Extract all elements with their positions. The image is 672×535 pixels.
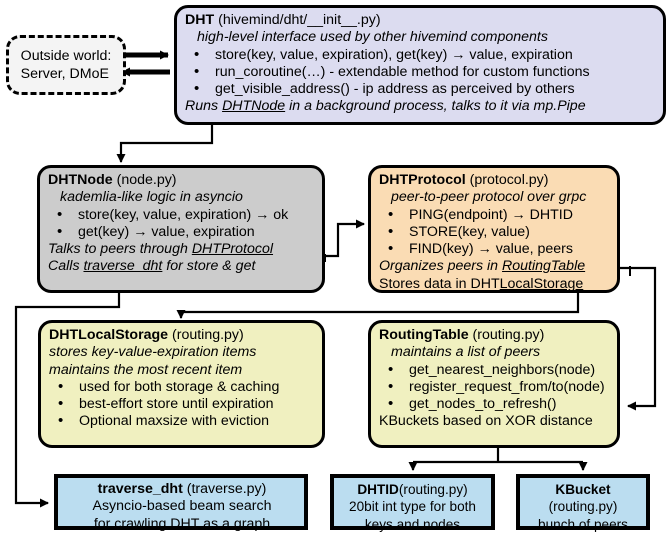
traverse-dht-title: traverse_dht [97, 481, 183, 497]
dhtnode-footer2-post: for store & get [162, 258, 256, 275]
routingtable-module: (routing.py) [472, 327, 545, 343]
routingtable-title: RoutingTable [379, 327, 469, 343]
dhtprotocol-footer1-link[interactable]: RoutingTable [502, 258, 586, 275]
routingtable-bullet-0: get_nearest_neighbors(node) [379, 361, 611, 379]
dhtnode-footer2-pre: Calls [48, 258, 84, 275]
dht-footer-link[interactable]: DHTNode [222, 98, 286, 115]
routingtable-footer: KBuckets based on XOR distance [379, 413, 593, 430]
kbucket-line2: bunch of peers [538, 516, 628, 532]
traverse-dht-module: (traverse.py) [186, 481, 267, 497]
dhtprotocol-bullet-2: FIND(key) → value, peers [379, 240, 611, 258]
dhtid-title-line: DHTID(routing.py) [336, 481, 489, 498]
dhtlocalstorage-title-line: DHTLocalStorage (routing.py) [49, 327, 316, 344]
dhtprotocol-module: (protocol.py) [469, 172, 549, 188]
dht-module: (hivemind/dht/__init__.py) [218, 12, 381, 28]
traverse-dht-line3: for crawling DHT as a graph [93, 515, 271, 532]
dhtnode-footer-1: Talks to peers through DHTProtocol [48, 241, 316, 258]
dhtid-box: DHTID(routing.py) 20bit int type for bot… [330, 474, 495, 532]
dht-bullet-0: store(key, value, expiration), get(key) … [185, 46, 657, 64]
traverse-dht-line2: Asyncio-based beam search [92, 498, 272, 515]
dhtprotocol-footer2-link[interactable]: LocalStorage [499, 275, 584, 292]
wire-dht-to-dhtnode [116, 125, 214, 163]
dht-box: DHT (hivemind/dht/__init__.py) high-leve… [174, 5, 666, 125]
dhtprotocol-title-line: DHTProtocol (protocol.py) [379, 172, 611, 189]
dhtnode-subtitle: kademlia-like logic in asyncio [60, 189, 243, 206]
dhtnode-box: DHTNode (node.py) kademlia-like logic in… [37, 165, 325, 293]
dhtprotocol-footer2-pre: Stores data in DHT [379, 275, 500, 292]
outside-world-line2: Server, DMoE [20, 66, 109, 82]
dhtprotocol-footer-2: Stores data in DHTLocalStorage [379, 276, 611, 293]
dhtprotocol-footer-1: Organizes peers in RoutingTable [379, 258, 611, 275]
dhtprotocol-bullet-0: PING(endpoint) → DHTID [379, 206, 611, 224]
dht-footer: Runs DHTNode in a background process, ta… [185, 98, 657, 115]
routingtable-bullet-2: get_nodes_to_refresh() [379, 395, 611, 413]
dht-bullet-2: get_visible_address() - ip address as pe… [185, 80, 657, 98]
dhtlocalstorage-box: DHTLocalStorage (routing.py) stores key-… [38, 320, 325, 448]
dhtnode-bullet-0: store(key, value, expiration) → ok [48, 206, 316, 224]
dhtnode-footer-2: Calls traverse_dht for store & get [48, 258, 316, 275]
routingtable-title-line: RoutingTable (routing.py) [379, 327, 611, 344]
dhtid-line2: 20bit int type for both [349, 499, 476, 515]
dhtnode-module: (node.py) [116, 172, 177, 188]
dhtlocalstorage-subtitle-2: maintains the most recent item [49, 361, 243, 378]
dhtnode-bullet-1: get(key) → value, expiration [48, 223, 316, 241]
dhtlocalstorage-bullet-2: Optional maxsize with eviction [49, 412, 316, 430]
dhtprotocol-bullet-1: STORE(key, value) [379, 223, 611, 241]
dhtnode-footer1-pre: Talks to peers through [48, 241, 192, 258]
dhtnode-footer2-link[interactable]: traverse_dht [83, 258, 163, 275]
kbucket-box: KBucket (routing.py) bunch of peers [516, 474, 650, 532]
dhtnode-title-line: DHTNode (node.py) [48, 172, 316, 189]
dht-bullet-1: run_coroutine(…) - extendable method for… [185, 63, 657, 81]
dhtnode-title: DHTNode [48, 172, 113, 188]
dhtid-line3: keys and nodes [364, 516, 461, 532]
wire-dhtnode-to-dhtprotocol [322, 219, 365, 258]
dhtprotocol-box: DHTProtocol (protocol.py) peer-to-peer p… [368, 165, 620, 293]
dhtid-title: DHTID [357, 482, 399, 497]
dhtlocalstorage-bullet-1: best-effort store until expiration [49, 395, 316, 413]
dht-title: DHT [185, 12, 215, 28]
dht-footer-pre: Runs [185, 98, 223, 115]
routingtable-subtitle: maintains a list of peers [391, 344, 541, 361]
traverse-dht-box: traverse_dht (traverse.py) Asyncio-based… [54, 474, 308, 532]
dht-subtitle: high-level interface used by other hivem… [197, 29, 548, 46]
dhtlocalstorage-title: DHTLocalStorage [49, 327, 169, 343]
traverse-dht-title-line: traverse_dht (traverse.py) [66, 481, 298, 498]
kbucket-module: (routing.py) [548, 499, 618, 515]
dhtprotocol-subtitle: peer-to-peer protocol over grpc [391, 189, 587, 206]
wire-dhtprotocol-to-routingtable [618, 266, 657, 411]
dhtprotocol-title: DHTProtocol [379, 172, 466, 188]
kbucket-title: KBucket [555, 482, 611, 497]
dhtlocalstorage-subtitle-1: stores key-value-expiration items [49, 344, 257, 361]
dht-footer-post: in a background process, talks to it via… [285, 98, 586, 115]
dhtnode-footer1-link[interactable]: DHTProtocol [191, 241, 274, 258]
routingtable-box: RoutingTable (routing.py) maintains a li… [368, 320, 620, 448]
routingtable-bullet-1: register_request_from/to(node) [379, 378, 611, 396]
outside-world-box: Outside world: Server, DMoE [6, 35, 126, 95]
dhtprotocol-footer1-pre: Organizes peers in [379, 258, 503, 275]
dhtlocalstorage-module: (routing.py) [172, 327, 244, 343]
dht-title-line: DHT (hivemind/dht/__init__.py) [185, 12, 657, 29]
outside-world-line1: Outside world: [20, 48, 112, 64]
dhtlocalstorage-bullet-0: used for both storage & caching [49, 378, 316, 396]
dhtid-module: (routing.py) [398, 482, 468, 497]
